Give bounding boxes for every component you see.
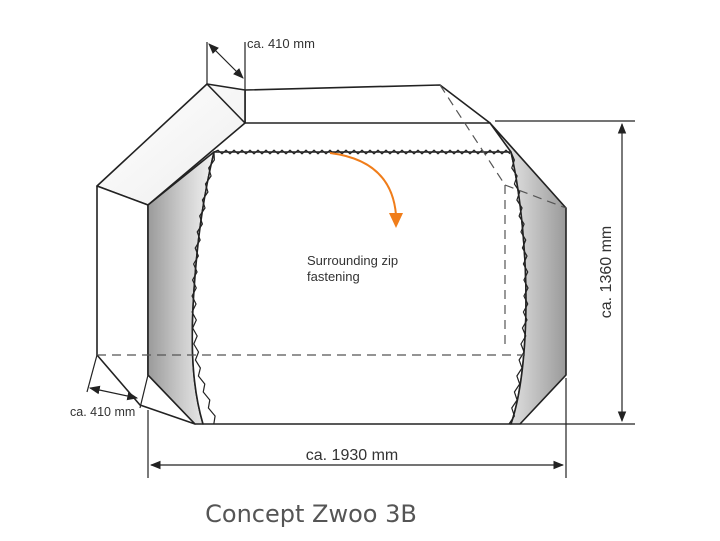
hidden-edges — [97, 84, 567, 356]
top-depth-dimension — [206, 42, 246, 90]
zip-line-right — [508, 151, 529, 425]
zip-line-top — [213, 149, 511, 155]
top-depth-label: ca. 410 mm — [247, 36, 315, 51]
height-dimension — [495, 120, 635, 425]
zip-line-left — [191, 151, 216, 425]
zip-label-line1: Surrounding zip — [307, 253, 398, 268]
width-label: ca. 1930 mm — [306, 447, 398, 464]
zip-arrowhead — [389, 213, 403, 228]
zip-label-line2: fastening — [307, 269, 360, 284]
top-band — [244, 84, 491, 124]
zip-arrow — [329, 152, 397, 216]
left-depth-label: ca. 410 mm — [70, 405, 135, 419]
width-dimension — [147, 378, 567, 478]
height-label: ca. 1360 mm — [598, 226, 615, 318]
diagram-caption: Concept Zwoo 3B — [205, 500, 417, 528]
top-left-edge — [206, 83, 246, 124]
front-panel — [191, 151, 527, 425]
left-depth-dimension — [86, 354, 149, 409]
